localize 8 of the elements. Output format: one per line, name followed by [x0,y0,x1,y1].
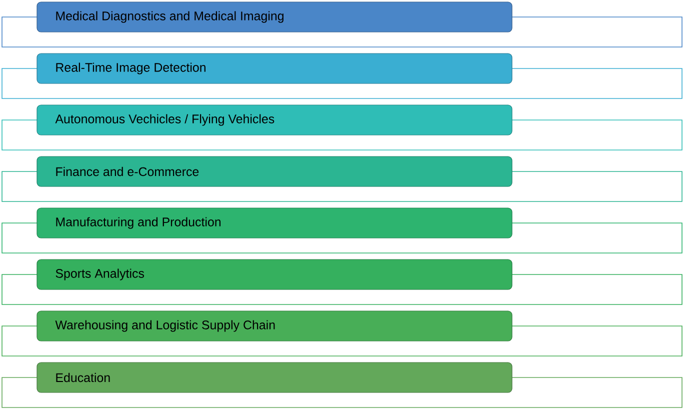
list-item: Education [2,362,682,408]
list-item: Medical Diagnostics and Medical Imaging [2,2,682,48]
list-item: Manufacturing and Production [2,208,682,254]
list-item: Warehousing and Logistic Supply Chain [2,310,682,356]
list-item: Sports Analytics [2,259,682,305]
list-item: Real-Time Image Detection [2,53,682,99]
list-item: Finance and e-Commerce [2,156,682,202]
list-item: Autonomous Vechicles / Flying Vehicles [2,104,682,150]
